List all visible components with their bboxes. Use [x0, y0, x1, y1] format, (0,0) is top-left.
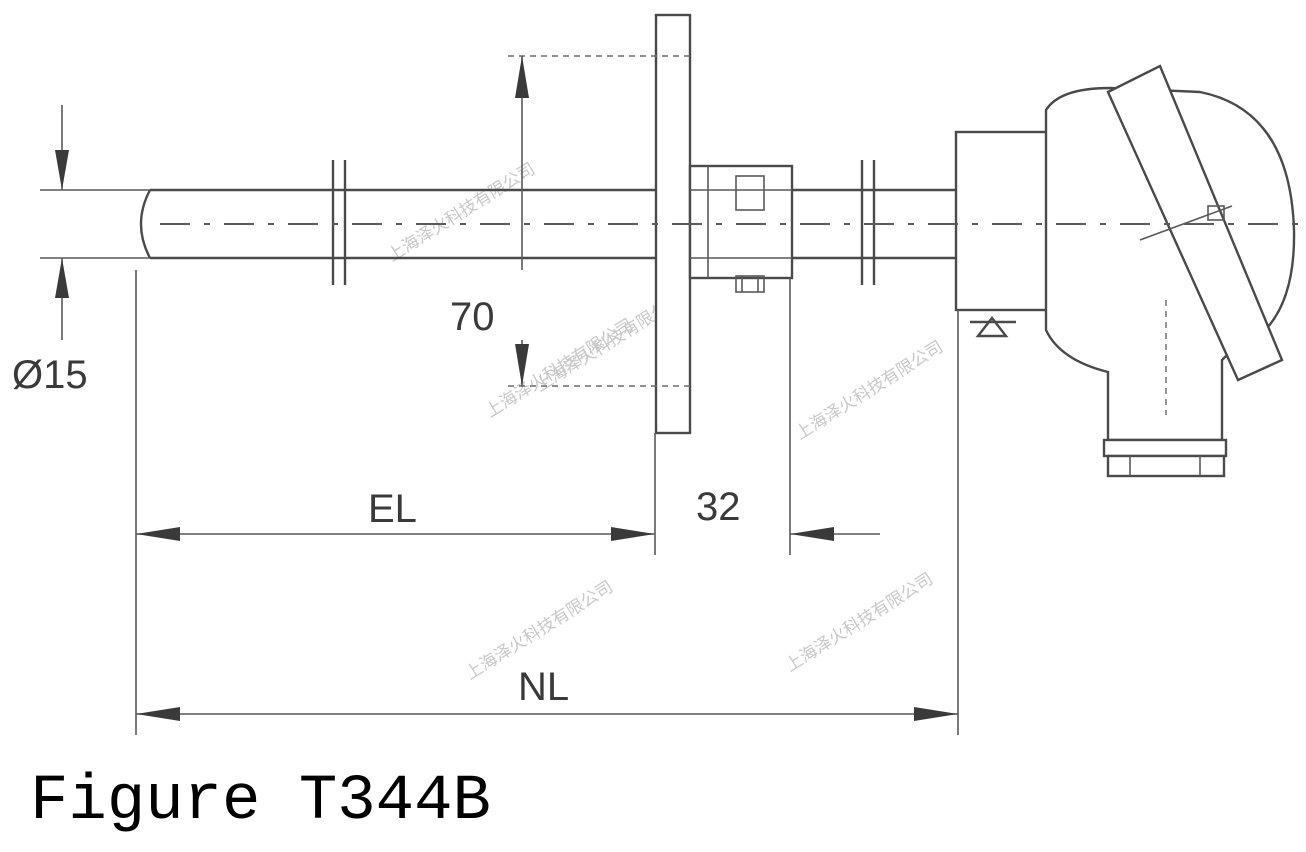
extension-lines	[135, 270, 959, 735]
flange-height-label: 70	[450, 295, 495, 339]
diameter-label: Ø15	[12, 353, 88, 397]
flange-height-dimension: 70	[450, 55, 690, 387]
probe-tube	[139, 160, 655, 285]
offset-label: 32	[696, 485, 741, 529]
diameter-dimension: Ø15	[12, 105, 150, 397]
el-label: EL	[368, 487, 417, 531]
offset-dimension: 32	[696, 485, 880, 541]
watermark-3: 上海泽火科技有限公司	[792, 337, 947, 444]
connection-head	[954, 64, 1296, 478]
watermark-5: 上海泽火科技有限公司	[782, 569, 937, 676]
nl-dimension: NL	[136, 665, 958, 721]
figure-caption: Figure T344B	[30, 766, 491, 838]
coupling	[688, 164, 794, 293]
watermark-1: 上海泽火科技有限公司	[384, 159, 539, 266]
neck-tube	[792, 160, 958, 285]
nl-label: NL	[518, 665, 569, 709]
el-dimension: EL	[136, 487, 655, 541]
